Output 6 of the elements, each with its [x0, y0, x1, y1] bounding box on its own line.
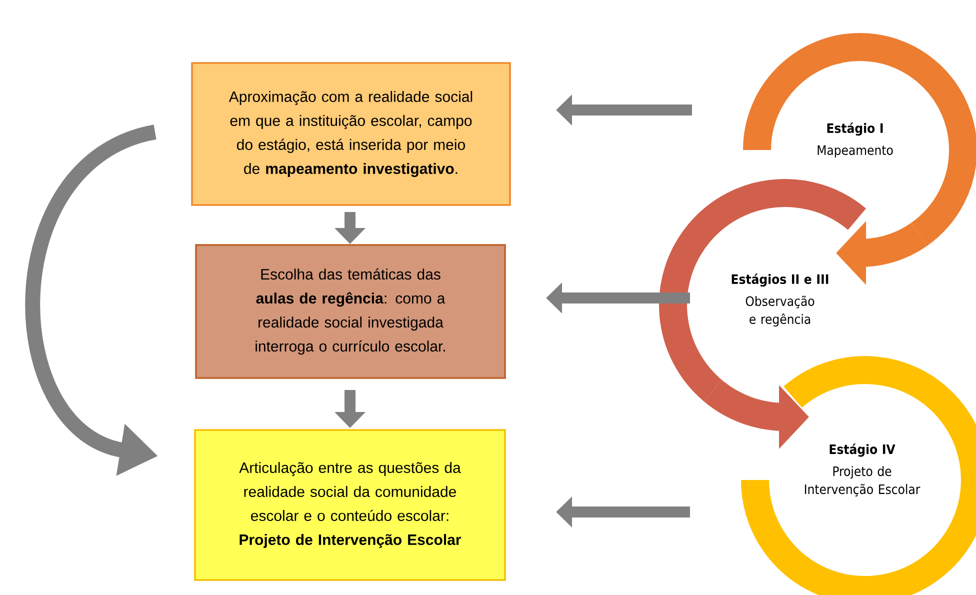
stage-ring: Estágio IV Projeto de Intervenção Escolar — [740, 356, 976, 595]
stage-ring: Estágios II e III Observação e regência — [659, 179, 866, 401]
process-box: Aproximação com a realidade social em que a instituição escolar, campo do estágio, está inserida por meio de mapeamento investigativo. — [191, 62, 511, 206]
stage-ring: Estágio I Mapeamento — [743, 33, 976, 246]
process-box: Articulação entre as questões da realidade social da comunidade escolar e o conteúdo escolar: Projeto de Intervenção Escolar — [194, 429, 506, 581]
process-box: Escolha das temáticas das aulas de regência: como a realidade social investigada interroga o currículo escolar. — [195, 244, 506, 379]
